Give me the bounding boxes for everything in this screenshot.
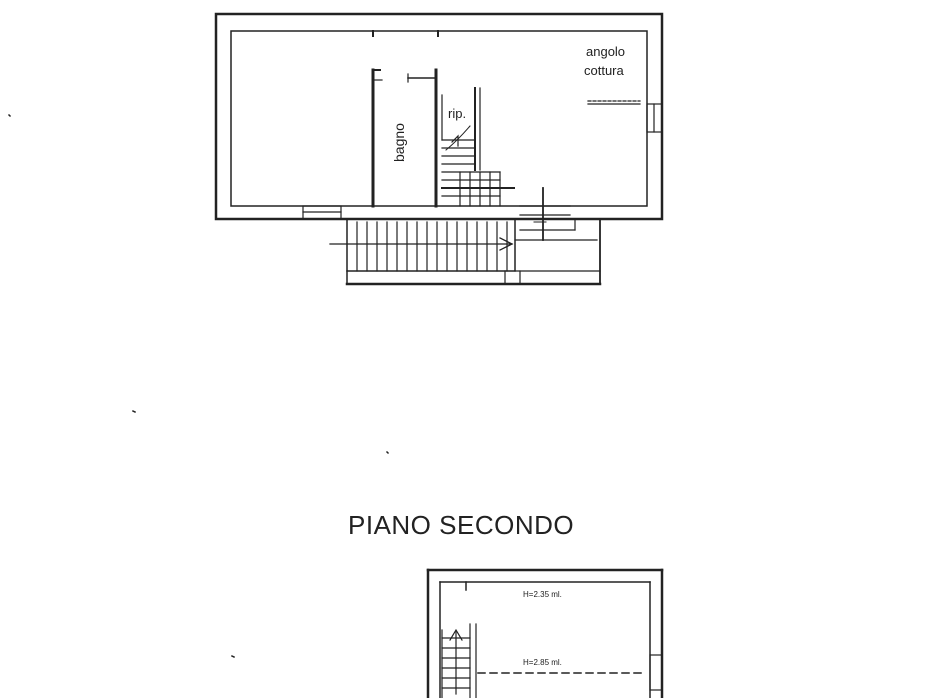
height-label-2: H=2.85 ml. [523,658,562,667]
interior-stair [441,125,515,207]
lower-window-right [649,654,663,691]
stair-core-walls [441,87,481,171]
stair-direction-arrow [329,237,514,251]
room-label-cottura: cottura [584,63,625,78]
kitchen-counter [587,100,641,105]
room-label-bagno: bagno [391,123,407,162]
entrance-door [519,187,571,241]
bagno-walls [371,68,438,208]
south-opening [302,205,342,220]
lower-stair [441,623,477,698]
section-title: PIANO SECONDO [348,510,575,540]
height-label-1: H=2.35 ml. [523,590,562,599]
window-right [646,103,663,133]
external-stair-treads [356,221,508,272]
external-stair [345,218,602,286]
scan-specks [7,113,390,659]
room-label-angolo: angolo [586,44,625,59]
room-label-rip: rip. [448,106,466,121]
